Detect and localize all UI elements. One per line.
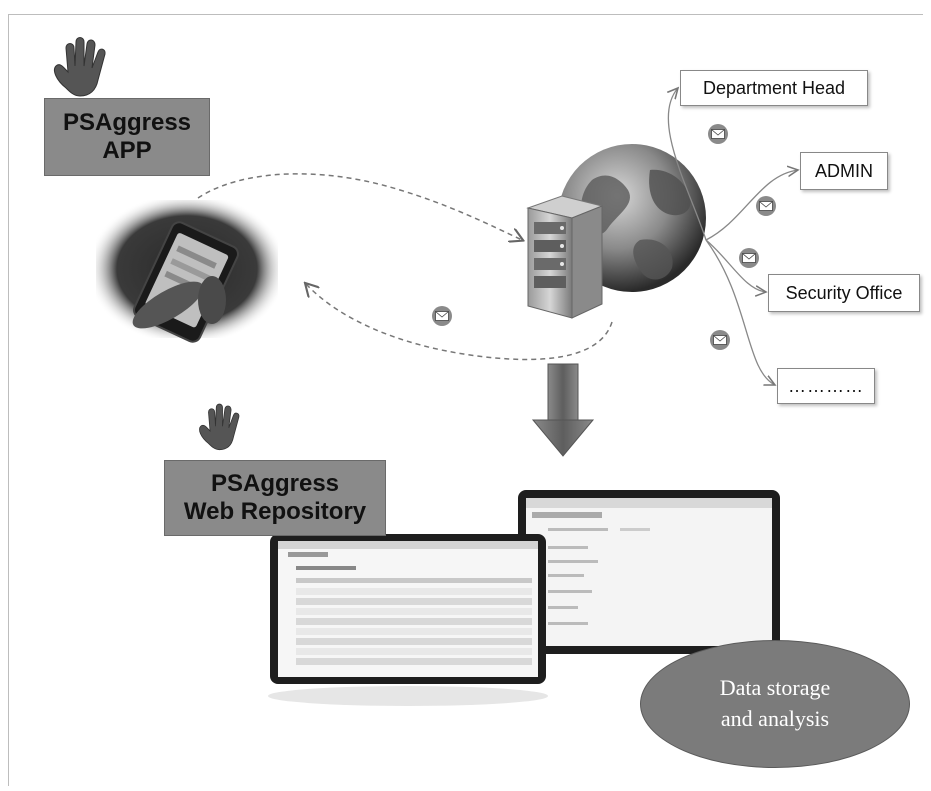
envelope-icon [708, 124, 728, 144]
web-title-line1: PSAggress [210, 470, 340, 498]
laptop-screen [518, 490, 780, 654]
recipient-department-head: Department Head [680, 70, 868, 106]
storage-line1: Data storage [719, 675, 831, 701]
storage-line2: and analysis [720, 706, 830, 731]
server-icon [526, 195, 604, 319]
app-title-line1: PSAggress [62, 109, 192, 137]
hand-icon [53, 37, 106, 97]
envelope-icon [710, 330, 730, 350]
web-title-line2: Web Repository [183, 498, 367, 525]
hand-icon [199, 403, 240, 451]
down-arrow-icon [531, 363, 595, 457]
upload-dashed-arrow [197, 173, 522, 240]
envelope-icon [756, 196, 776, 216]
recipient-more: ………… [777, 368, 875, 404]
app-title-line2: APP [102, 137, 152, 164]
phone-image [96, 200, 278, 343]
recipient-security-office: Security Office [768, 274, 920, 312]
diagram-frame [8, 14, 923, 786]
data-storage-oval: Data storage and analysis [640, 640, 910, 768]
web-repository-title-box: PSAggress Web Repository [164, 460, 386, 536]
laptop-screen [268, 534, 548, 706]
envelope-icon [432, 306, 452, 326]
response-dashed-arrow [306, 284, 613, 361]
envelope-icon [739, 248, 759, 268]
recipient-admin: ADMIN [800, 152, 888, 190]
app-title-box: PSAggress APP [44, 98, 210, 176]
recipient-arrows [668, 88, 798, 385]
